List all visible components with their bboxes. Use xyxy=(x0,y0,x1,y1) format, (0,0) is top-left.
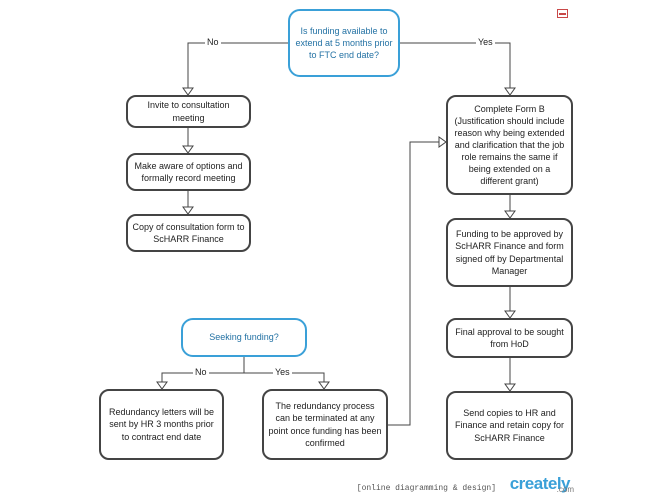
arrow-head xyxy=(182,206,194,215)
step-make-aware: Make aware of options and formally recor… xyxy=(126,153,251,191)
connector-yes-branch xyxy=(400,42,511,95)
step-final-approval: Final approval to be sought from HoD xyxy=(446,318,573,358)
arrow-head xyxy=(504,383,516,392)
minimize-icon[interactable] xyxy=(557,9,568,18)
step-redundancy-terminated: The redundancy process can be terminated… xyxy=(262,389,388,460)
arrow-head xyxy=(504,310,516,319)
arrow-head xyxy=(182,145,194,154)
connector-no-branch xyxy=(187,42,288,95)
arrow-head xyxy=(182,87,194,96)
footer-tagline: [online diagramming & design] xyxy=(356,484,496,493)
step-copy-consultation: Copy of consultation form to ScHARR Fina… xyxy=(126,214,251,252)
decision-funding-available: Is funding available to extend at 5 mont… xyxy=(288,9,400,77)
arrow-head xyxy=(318,381,330,390)
creately-logo: creately xyxy=(509,474,571,493)
label-yes: Yes xyxy=(476,37,495,47)
connector-terminated-to-formb xyxy=(388,141,446,426)
step-redundancy-letters: Redundancy letters will be sent by HR 3 … xyxy=(99,389,224,460)
label-no: No xyxy=(205,37,221,47)
step-invite-consultation: Invite to consultation meeting xyxy=(126,95,251,128)
creately-logo-suffix: .com xyxy=(556,485,574,494)
label-no: No xyxy=(193,367,209,377)
step-complete-form-b: Complete Form B (Justification should in… xyxy=(446,95,573,195)
label-yes: Yes xyxy=(273,367,292,377)
step-send-copies: Send copies to HR and Finance and retain… xyxy=(446,391,573,460)
arrow-head xyxy=(156,381,168,390)
arrow-head xyxy=(504,210,516,219)
arrow-head xyxy=(438,136,447,148)
arrow-head xyxy=(504,87,516,96)
decision-seeking-funding: Seeking funding? xyxy=(181,318,307,357)
step-funding-approved: Funding to be approved by ScHARR Finance… xyxy=(446,218,573,287)
